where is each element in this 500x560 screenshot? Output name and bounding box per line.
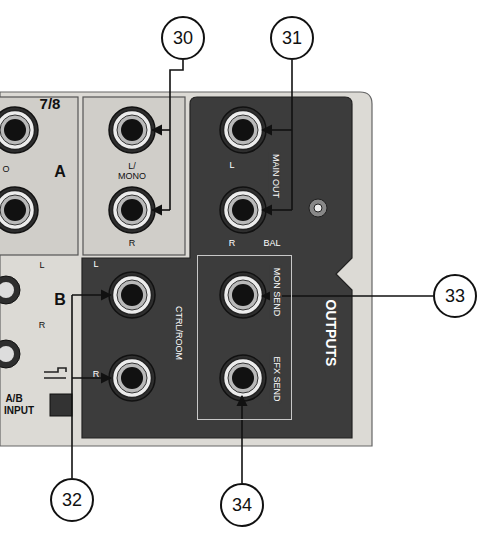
panel-label: OUTPUTS <box>321 298 338 369</box>
rca-jack <box>0 340 20 368</box>
leader-lines <box>72 60 433 483</box>
panel-label: L <box>93 260 98 270</box>
panel-label: L <box>229 161 234 171</box>
screw <box>309 199 327 217</box>
jack <box>109 107 155 153</box>
jack <box>109 355 155 401</box>
callout-text: 34 <box>232 495 252 516</box>
panel-label: A <box>54 163 66 181</box>
send-group-frame: MON SEND EFX SEND <box>197 255 292 420</box>
callout-text: 30 <box>173 28 193 49</box>
jack <box>0 107 38 153</box>
callout-number: 33 <box>433 274 477 318</box>
output-label: EFX SEND <box>270 354 282 403</box>
panel-label: L/ MONO <box>115 162 149 182</box>
panel-label: R <box>129 239 136 249</box>
output-label: MON SEND <box>270 266 282 319</box>
callout-number: 31 <box>270 16 314 60</box>
callout-text: 31 <box>282 28 302 49</box>
output-panel <box>82 97 352 438</box>
panel-label: CTRL/ROOM <box>172 304 184 362</box>
callout-text: 32 <box>62 490 82 511</box>
panel-label: L <box>39 261 44 271</box>
panel-label: B <box>54 291 66 309</box>
callout-text: 33 <box>445 286 465 307</box>
panel-label: R <box>39 321 46 331</box>
panel-label: R <box>229 239 236 249</box>
rca-jack <box>0 282 14 298</box>
switch-symbol <box>44 368 66 378</box>
jack <box>109 272 155 318</box>
switch <box>50 394 72 416</box>
callout-number: 34 <box>220 483 264 527</box>
jack <box>220 187 266 233</box>
callout-number: 32 <box>50 478 94 522</box>
panel-label: BAL <box>263 239 280 249</box>
jack <box>220 355 266 401</box>
panel-label: MAIN OUT <box>269 152 281 200</box>
jack <box>0 187 38 233</box>
jack <box>220 272 266 318</box>
panel-label: R <box>93 370 100 380</box>
panel-label: INPUT <box>4 405 34 416</box>
callout-number: 30 <box>161 16 205 60</box>
rca-jack <box>0 346 14 362</box>
panel-label: 7/8 <box>40 96 61 113</box>
jack <box>220 107 266 153</box>
panel-label: O <box>2 165 9 175</box>
jack <box>109 187 155 233</box>
rca-jack <box>0 276 20 304</box>
panel-label: A/B <box>5 393 22 404</box>
